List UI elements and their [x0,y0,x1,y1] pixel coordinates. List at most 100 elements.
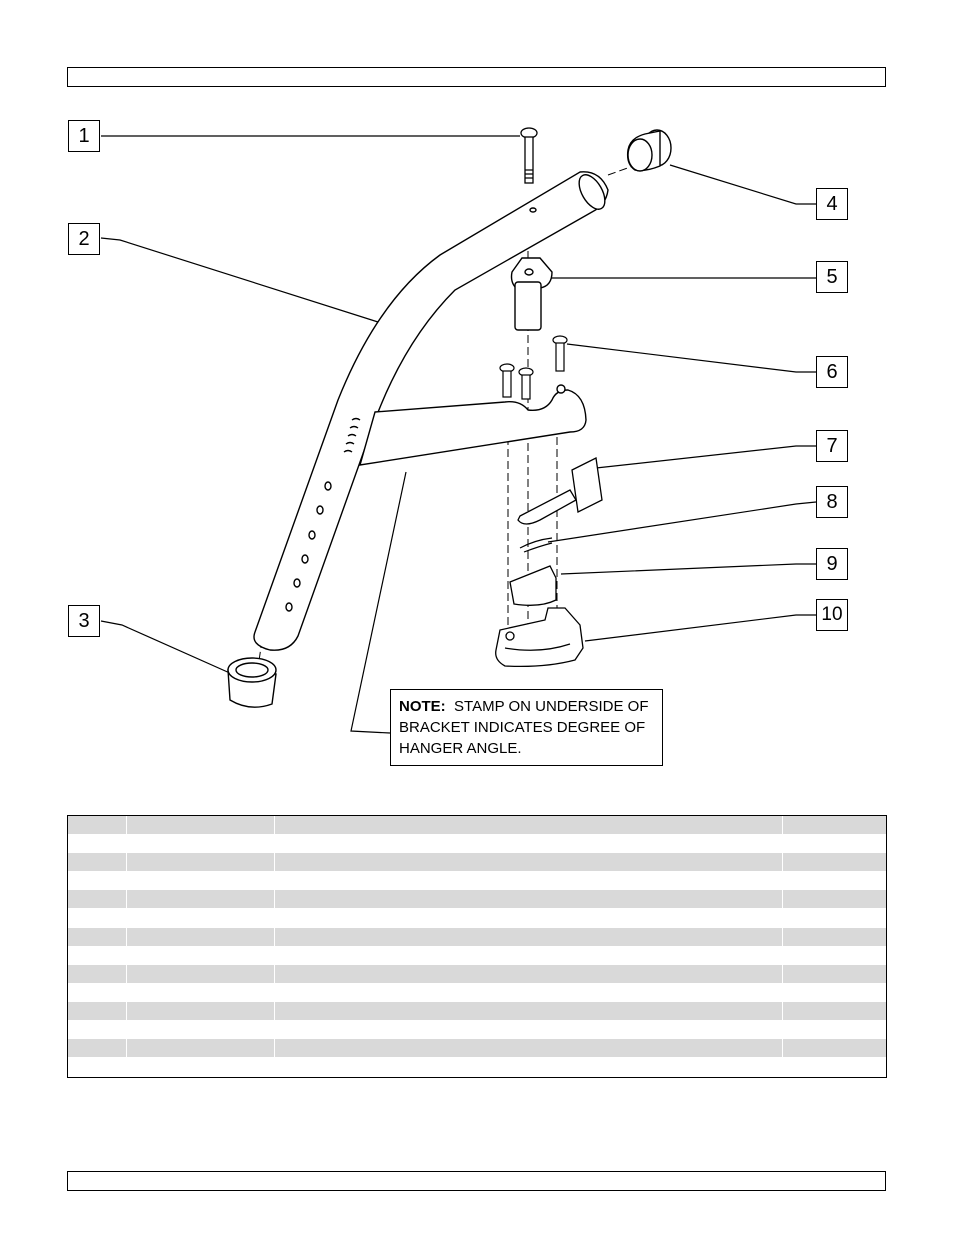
note-text: STAMP ON UNDERSIDE OF BRACKET INDICATES … [399,698,649,757]
table-cell [68,927,127,946]
header-bar [67,67,886,87]
table-cell [68,909,127,927]
bushing-5 [510,257,553,331]
table-cell [68,816,127,834]
table-cell [275,1002,783,1020]
table-cell [127,909,275,927]
table-row [68,983,886,1002]
table-row [68,927,886,946]
spring-8 [519,537,553,553]
table-cell [127,853,275,872]
table-cell [275,927,783,946]
callout-5: 5 [816,261,848,293]
table-cell [68,983,127,1002]
table-cell [68,1039,127,1058]
table-cell [783,946,886,964]
exploded-diagram [100,127,817,734]
base-10 [495,607,584,668]
leader-7 [595,445,816,469]
collar-9 [509,565,557,606]
callout-4: 4 [816,188,848,220]
lever-7 [517,457,603,525]
callout-10: 10 [816,599,848,631]
table-cell [127,1020,275,1039]
end-cap-4 [626,129,672,172]
table-cell [783,983,886,1001]
table-cell [275,983,783,1002]
callout-7: 7 [816,430,848,462]
table-row [68,909,886,927]
table-cell [127,890,275,909]
note-label: NOTE: [399,698,446,715]
table-cell [127,816,275,834]
table-cell [68,853,127,872]
table-cell [275,946,783,965]
table-row [68,890,886,909]
leader-3 [100,620,251,683]
table-cell [783,1039,886,1057]
table-cell [127,964,275,983]
table-cell [275,1039,783,1058]
screws-6 [499,335,568,400]
table-row [68,1020,886,1039]
leader-8 [547,501,817,543]
leader-10 [584,614,816,642]
table-cell [127,834,275,853]
parts-table [67,815,887,1078]
table-cell [275,816,783,834]
table-cell [783,1021,886,1039]
table-cell [68,890,127,909]
table-cell [68,964,127,983]
table-row [68,1039,886,1058]
table-cell [68,1002,127,1020]
table-cell [275,834,783,853]
table-cell [127,1002,275,1020]
note-box: NOTE: STAMP ON UNDERSIDE OF BRACKET INDI… [390,689,663,766]
hanger-tube [253,171,609,651]
table-cell [275,909,783,927]
table-cell [783,1002,886,1020]
hanger-bracket [359,384,587,466]
leader-note [350,471,407,734]
leader-6 [566,343,816,373]
table-cell [68,1020,127,1039]
table-cell [275,853,783,872]
table-cell [275,871,783,890]
table-cell [127,983,275,1002]
callout-3: 3 [68,605,100,637]
table-cell [127,1039,275,1058]
table-cell [275,964,783,983]
table-cell [68,946,127,965]
table-cell [127,871,275,890]
table-row [68,853,886,872]
callout-9: 9 [816,548,848,580]
table-row [68,834,886,853]
table-cell [783,835,886,853]
leader-2 [100,237,379,323]
callout-6: 6 [816,356,848,388]
leader-9 [560,563,816,575]
leader-4 [669,164,816,205]
table-cell [68,871,127,890]
callout-1: 1 [68,120,100,152]
table-cell [783,965,886,983]
bolt-1 [520,127,538,184]
table-cell [783,872,886,890]
table-cell [275,890,783,909]
table-cell [783,909,886,927]
table-row [68,964,886,983]
end-cup-3 [227,657,277,708]
table-cell [68,834,127,853]
footer-bar [67,1171,886,1191]
table-row [68,1002,886,1020]
table-row [68,946,886,965]
table-cell [127,946,275,965]
table-cell [783,816,886,834]
table-row [68,816,886,834]
table-cell [783,853,886,871]
table-cell [127,927,275,946]
table-cell [783,890,886,908]
callout-2: 2 [68,223,100,255]
table-row [68,871,886,890]
table-cell [783,928,886,946]
